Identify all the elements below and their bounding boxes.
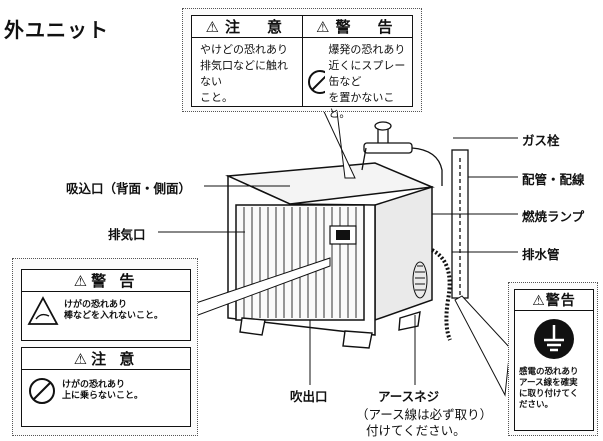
combustion-lamp-label: 燃焼ランプ — [522, 209, 585, 224]
caution-line: こと。 — [200, 91, 233, 104]
page-title: 外ユニット — [4, 18, 109, 42]
caution-line: やけどの恐れあり — [200, 43, 288, 56]
prohibited-icon — [29, 378, 55, 404]
earth-note-line1: （アース線は必ず取り） — [356, 407, 493, 422]
earth-ground-icon — [534, 319, 574, 359]
warning-triangle-icon: ⚠ — [205, 18, 225, 36]
top-warning-panel: ⚠注 意 やけどの恐れあり 排気口などに触れない こと。 ⚠警 告 爆発の恐れあ… — [182, 8, 422, 120]
right-warning-box: ⚠警告 感電の恐れあり アース線を確実 に取り付けてく ださい。 — [514, 289, 594, 431]
right-warning-line: ださい。 — [519, 400, 554, 410]
warning-triangle-icon: ⚠ — [73, 350, 92, 368]
right-warning-line: アース線を確実 — [519, 378, 578, 388]
right-warning-line: に取り付けてく — [519, 389, 579, 399]
drain-pipe-label: 排水管 — [522, 247, 560, 262]
warning-box: ⚠警 告 爆発の恐れあり 近くにスプレー缶など を置かないこと。 — [302, 16, 412, 120]
left-caution-line: 上に乗らないこと。 — [62, 391, 144, 401]
earth-screw-label: アースネジ — [378, 389, 440, 404]
right-warning-line: 感電の恐れあり — [519, 367, 579, 377]
left-warning-panel: ⚠警 告 けがの恐れあり 棒などを入れないこと。 ⚠注 意 けがの恐れあり 上に… — [12, 258, 198, 436]
left-warning-line: 棒などを入れないこと。 — [64, 311, 164, 321]
left-warning-line: けがの恐れあり — [64, 300, 128, 310]
gas-valve-label: ガス栓 — [522, 133, 560, 148]
left-caution-line: けがの恐れあり — [62, 380, 126, 390]
earth-note-line2: 付けてください。 — [366, 423, 466, 438]
exhaust-label: 排気口 — [108, 227, 146, 242]
caution-line: 排気口などに触れない — [200, 59, 288, 88]
left-warning-box: ⚠警 告 けがの恐れあり 棒などを入れないこと。 — [21, 269, 191, 341]
hand-caution-icon — [27, 296, 59, 325]
left-warning-header: ⚠警 告 — [22, 270, 190, 292]
outdoor-unit — [225, 162, 435, 336]
outlet-label: 吹出口 — [290, 389, 328, 404]
caution-box: ⚠注 意 やけどの恐れあり 排気口などに触れない こと。 — [192, 16, 303, 106]
warning-header: ⚠警 告 — [302, 16, 412, 38]
right-warning-header: ⚠警告 — [515, 290, 593, 311]
left-caution-header: ⚠注 意 — [22, 348, 190, 370]
warning-line: を置かないこと。 — [328, 91, 395, 120]
left-caution-box: ⚠注 意 けがの恐れあり 上に乗らないこと。 — [21, 347, 191, 427]
caution-header: ⚠注 意 — [192, 16, 302, 38]
intake-label: 吸込口（背面・側面） — [66, 181, 192, 196]
warning-triangle-icon: ⚠ — [532, 293, 546, 309]
warning-triangle-icon: ⚠ — [73, 272, 92, 290]
piping-pole — [451, 149, 469, 299]
warning-line: 近くにスプレー缶など — [328, 59, 406, 88]
right-warning-panel: ⚠警告 感電の恐れあり アース線を確実 に取り付けてく ださい。 — [508, 282, 598, 436]
piping-label: 配管・配線 — [522, 172, 585, 187]
prohibited-icon — [307, 70, 326, 94]
warning-triangle-icon: ⚠ — [316, 18, 336, 36]
gas-valve — [361, 121, 443, 186]
warning-line: 爆発の恐れあり — [328, 43, 406, 56]
